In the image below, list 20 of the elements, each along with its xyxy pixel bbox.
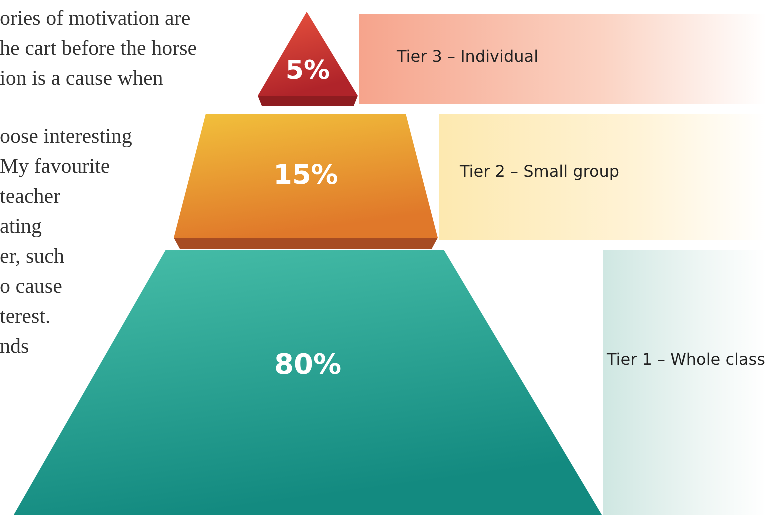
pyramid-tier bbox=[174, 114, 438, 249]
tier-label: Tier 1 – Whole class bbox=[607, 350, 766, 369]
body-text-line: he cart before the horse bbox=[0, 36, 198, 61]
tier-label: Tier 3 – Individual bbox=[397, 47, 539, 66]
body-text-line: oose interesting bbox=[0, 124, 132, 149]
body-text-line: My favourite bbox=[0, 154, 110, 179]
percentage-label: 5% bbox=[286, 56, 330, 86]
tier-band bbox=[603, 250, 766, 515]
body-text-line: ion is a cause when bbox=[0, 66, 164, 91]
body-text-line: nds bbox=[0, 334, 30, 359]
body-text-line: er, such bbox=[0, 244, 64, 269]
body-text-line: teacher bbox=[0, 184, 61, 209]
percentage-label: 80% bbox=[274, 348, 342, 381]
body-text-line: terest. bbox=[0, 304, 51, 329]
tier-label: Tier 2 – Small group bbox=[460, 162, 620, 181]
percentage-label: 15% bbox=[274, 160, 338, 191]
body-text-line: ating bbox=[0, 214, 42, 239]
body-text-line: o cause bbox=[0, 274, 62, 299]
body-text-line: ories of motivation are bbox=[0, 6, 191, 31]
pyramid-tier bbox=[258, 12, 358, 106]
